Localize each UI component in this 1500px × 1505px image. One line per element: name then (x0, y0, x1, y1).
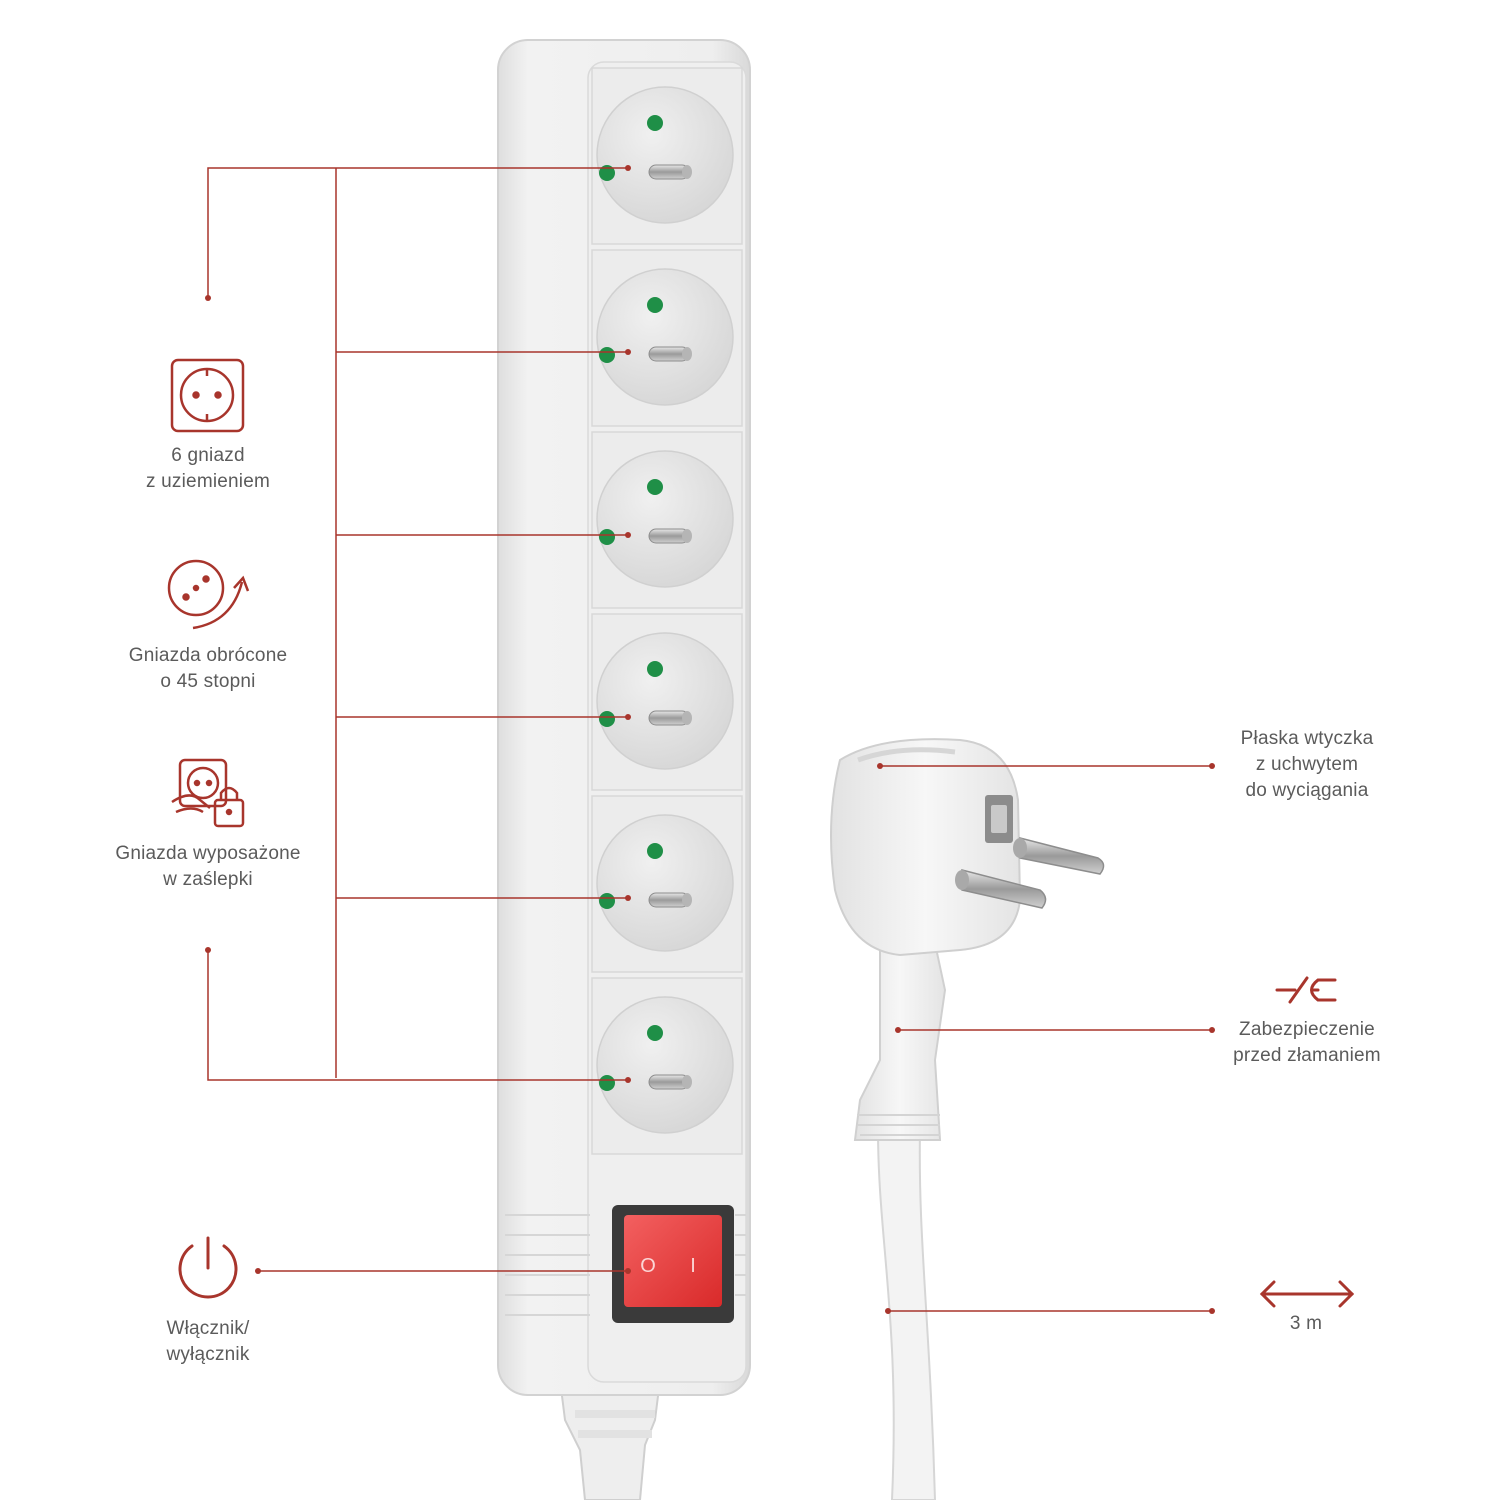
earth-pin (648, 164, 692, 180)
outlet[interactable] (591, 249, 743, 427)
switch-feature-label: Włącznik/ wyłącznik (128, 1316, 288, 1368)
plug-feature-line2: z uchwytem (1255, 754, 1359, 775)
power-strip: O I (497, 39, 751, 1396)
shutter-hole (647, 115, 663, 131)
earth-pin (648, 892, 692, 908)
socket-column (591, 67, 743, 1155)
rotated-feature-label: Gniazda obrócone o 45 stopni (88, 643, 328, 695)
power-icon (178, 1236, 238, 1299)
child-lock-icon (171, 758, 245, 828)
outlet[interactable] (591, 795, 743, 973)
switch-feature-line2: wyłącznik (166, 1344, 250, 1365)
rotated-socket-icon (167, 559, 250, 630)
earth-pin (648, 1074, 692, 1090)
shutter-hole (647, 479, 663, 495)
plug-feature-line1: Płaska wtyczka (1240, 728, 1374, 749)
shutter-hole (647, 1025, 663, 1041)
plug-feature-line3: do wyciągania (1245, 780, 1369, 801)
outlet[interactable] (591, 977, 743, 1155)
shutters-feature-label: Gniazda wyposażone w zaślepki (78, 841, 338, 893)
shutter-hole (647, 661, 663, 677)
shutter-hole (599, 711, 615, 727)
earth-pin (648, 710, 692, 726)
shutter-hole (599, 1075, 615, 1091)
earth-pin (648, 528, 692, 544)
rotated-feature-line2: o 45 stopni (160, 671, 256, 692)
socket-icon (170, 358, 245, 433)
shutter-hole (599, 529, 615, 545)
plug-cable (876, 1129, 937, 1501)
bend-protection-line1: Zabezpieczenie (1239, 1019, 1375, 1040)
shutter-hole (647, 297, 663, 313)
switch-off-symbol: O (640, 1255, 656, 1277)
broken-plug-icon (1275, 976, 1337, 1004)
shutter-hole (599, 893, 615, 909)
cable-length-value: 3 m (1289, 1313, 1323, 1334)
shutter-hole (599, 165, 615, 181)
flat-plug (830, 738, 1105, 1141)
outlet[interactable] (591, 613, 743, 791)
sockets-feature-line1: 6 gniazd (171, 445, 245, 466)
bend-protection-line2: przed złamaniem (1233, 1045, 1381, 1066)
strip-cable (558, 1379, 662, 1501)
plug-pins (955, 837, 1105, 909)
sockets-feature-label: 6 gniazd z uziemieniem (108, 443, 308, 495)
shutter-hole (647, 843, 663, 859)
shutter-hole (599, 347, 615, 363)
earth-pin (648, 346, 692, 362)
leader-dots (205, 165, 1215, 1314)
switch-on-symbol: I (690, 1255, 696, 1277)
shutters-feature-line2: w zaślepki (163, 869, 253, 890)
switch-feature-line1: Włącznik/ (166, 1318, 250, 1339)
double-arrow-icon (1259, 1280, 1355, 1308)
sockets-feature-line2: z uziemieniem (145, 471, 271, 492)
plug-feature-label: Płaska wtyczka z uchwytem do wyciągania (1207, 726, 1407, 804)
shutters-feature-line1: Gniazda wyposażone (115, 843, 301, 864)
bend-protection-label: Zabezpieczenie przed złamaniem (1197, 1017, 1417, 1069)
outlet[interactable] (591, 431, 743, 609)
outlet[interactable] (591, 67, 743, 245)
rotated-feature-line1: Gniazda obrócone (128, 645, 288, 666)
switch-housing-ribs (505, 1214, 746, 1316)
leader-lines (207, 167, 1212, 1312)
cable-length-label: 3 m (1256, 1311, 1356, 1337)
rocker-switch[interactable]: O I (612, 1205, 734, 1323)
